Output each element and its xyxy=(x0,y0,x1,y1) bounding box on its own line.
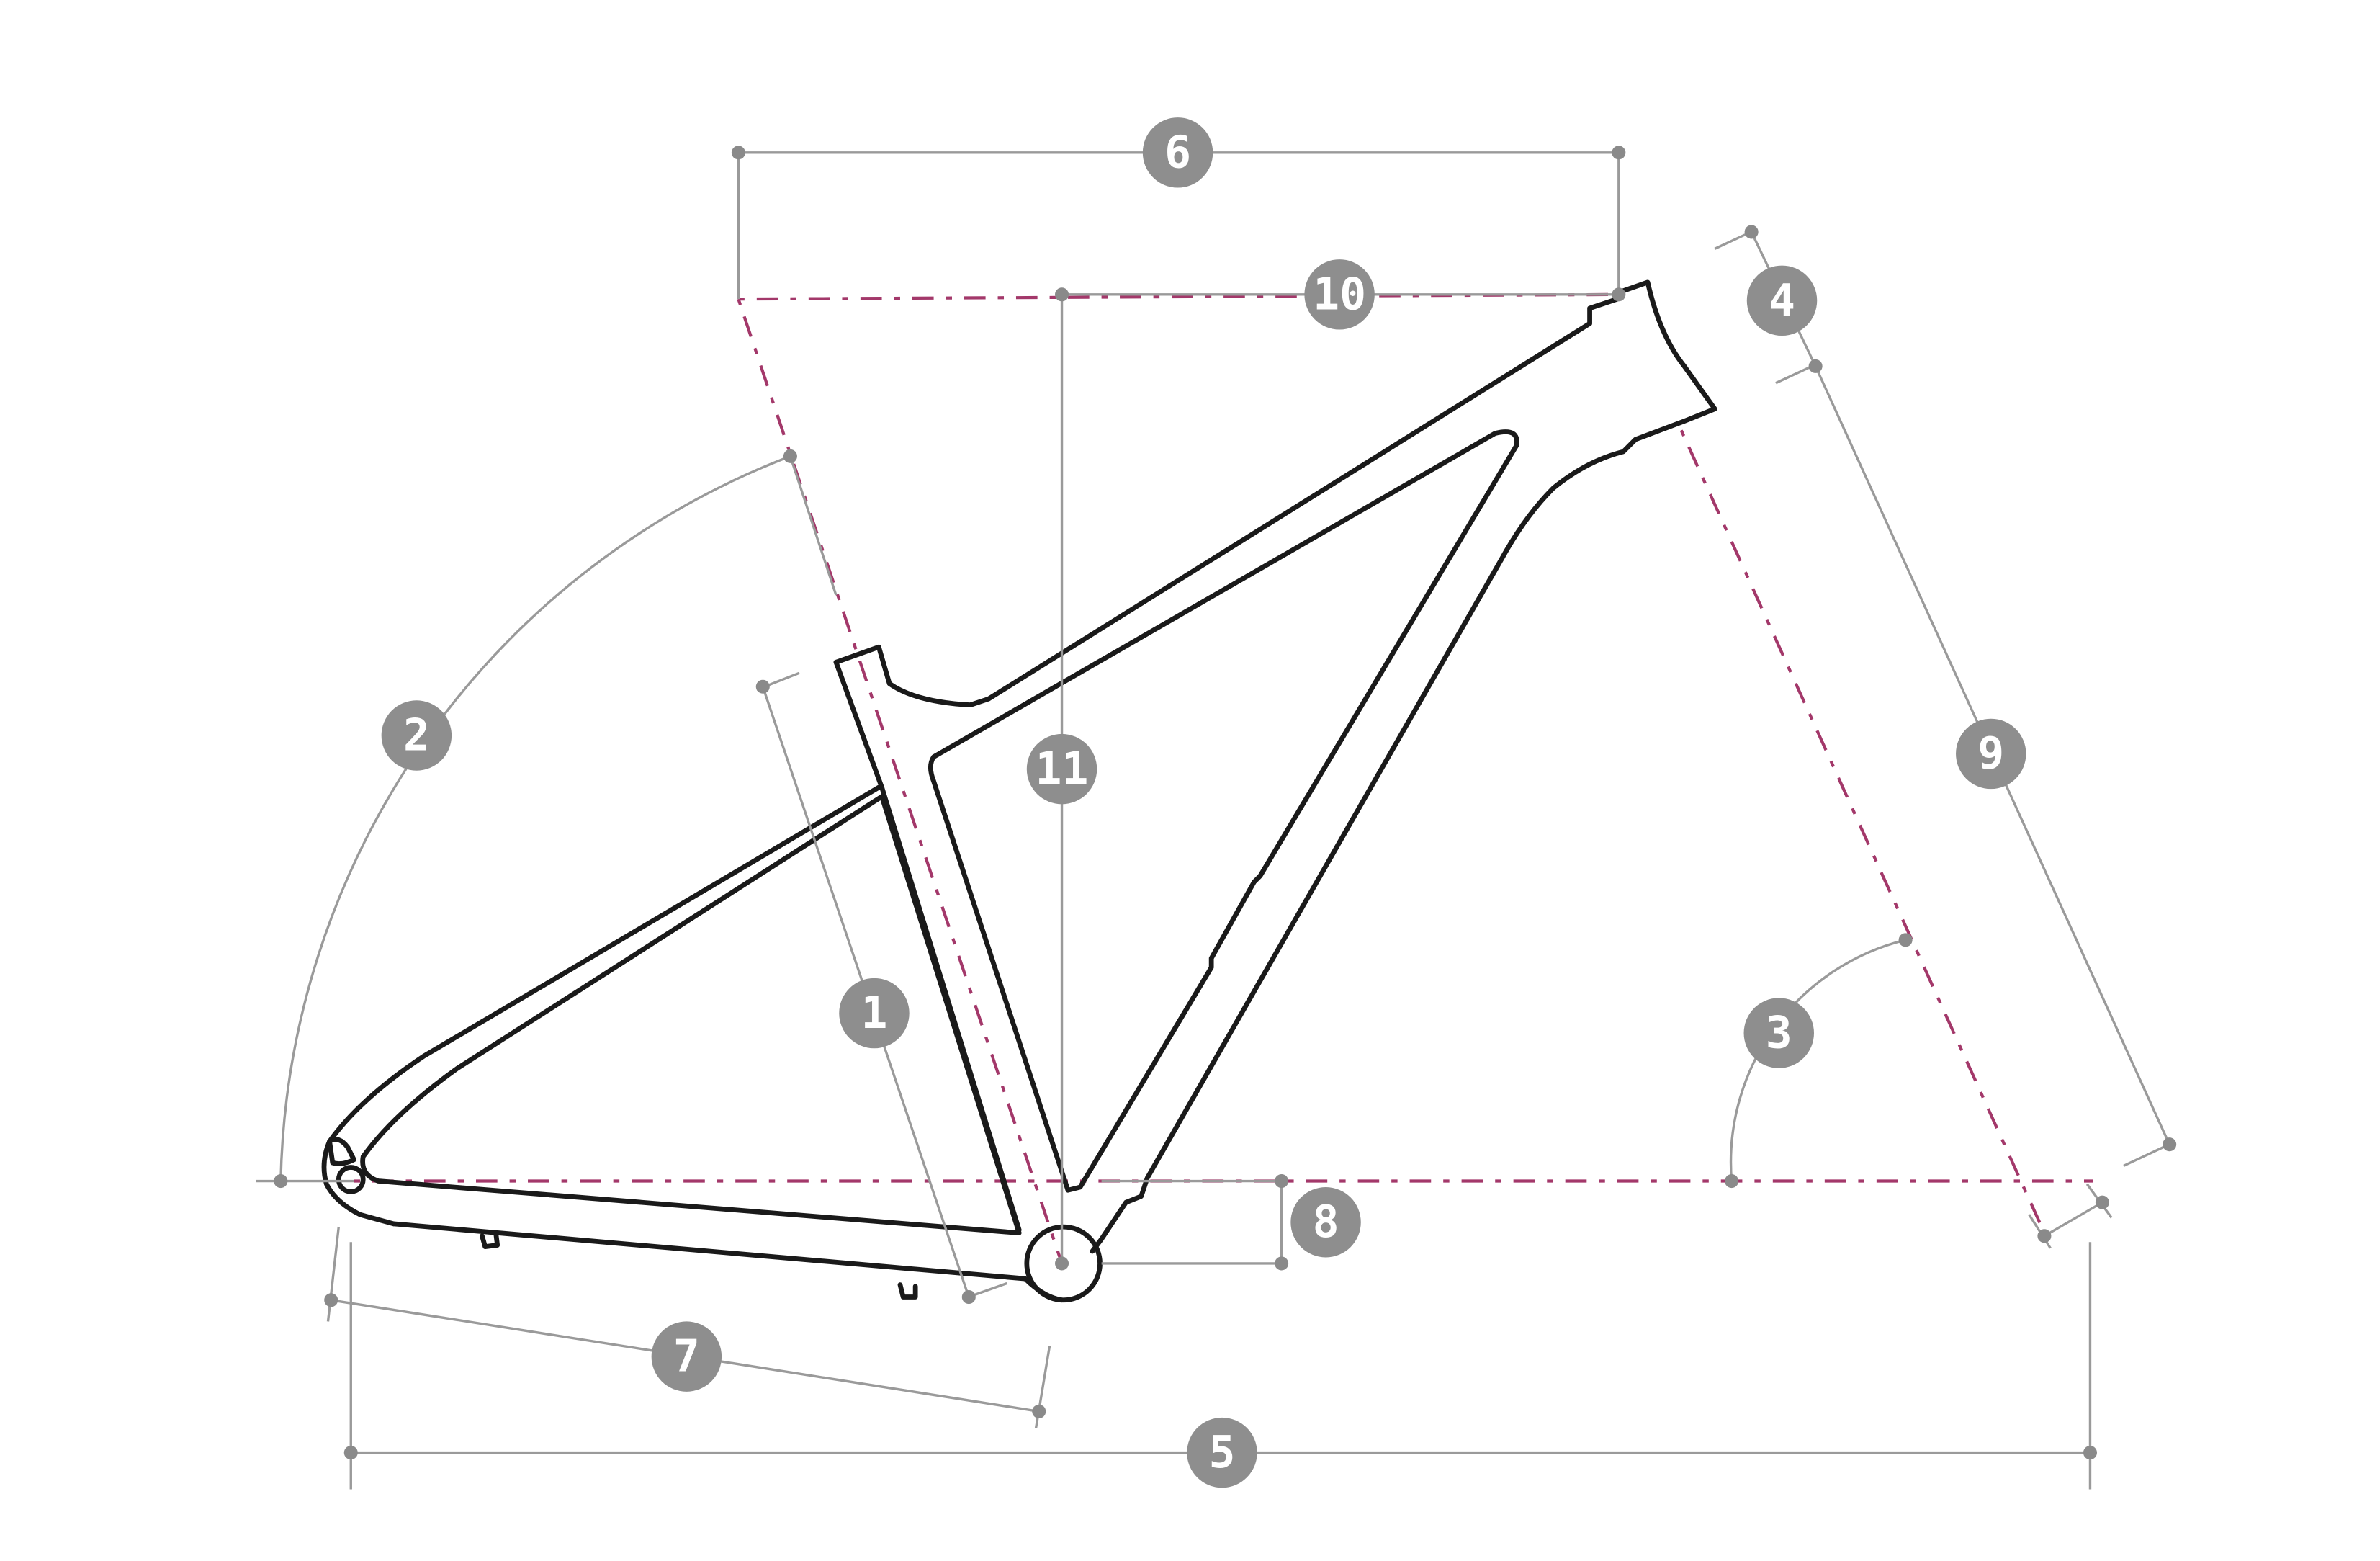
seat-tube-axis-line xyxy=(737,298,1064,1264)
badge-6: 6 xyxy=(1142,117,1213,188)
badge-10-label: 10 xyxy=(1313,269,1366,320)
badge-9-label: 9 xyxy=(1977,728,2004,779)
badge-4-label: 4 xyxy=(1769,275,1795,326)
badge-8-label: 8 xyxy=(1313,1197,1339,1248)
dropout xyxy=(327,1137,356,1166)
chainstay-boss xyxy=(480,1230,500,1250)
badge-1-label: 1 xyxy=(861,988,887,1039)
badge-4: 4 xyxy=(1746,265,1818,336)
main-triangle-inner xyxy=(928,429,1519,1193)
badge-10: 10 xyxy=(1304,259,1375,330)
main-triangle-outer xyxy=(833,279,1717,1254)
badge-5-label: 5 xyxy=(1208,1427,1235,1478)
dimension-lines xyxy=(256,151,2173,1490)
rear-triangle-inner xyxy=(360,794,1022,1235)
badge-9: 9 xyxy=(1956,718,2026,790)
badge-3-label: 3 xyxy=(1766,1008,1792,1059)
bike-frame xyxy=(321,279,1717,1303)
dimension-endpoints xyxy=(274,146,2177,1460)
seat-stay xyxy=(321,784,881,1227)
construction-lines xyxy=(354,292,2093,1264)
badge-2-label: 2 xyxy=(403,710,430,761)
head-tube-axis-line xyxy=(1679,429,2046,1234)
badge-11-label: 11 xyxy=(1036,743,1089,795)
badge-8: 8 xyxy=(1290,1187,1361,1258)
top-horizontal-axis-line xyxy=(738,292,1620,301)
badge-3: 3 xyxy=(1743,998,1815,1068)
badge-11: 11 xyxy=(1026,733,1097,805)
badge-5: 5 xyxy=(1187,1417,1257,1488)
rear-axle xyxy=(336,1165,366,1194)
badge-7-label: 7 xyxy=(673,1331,700,1382)
bottom-bracket xyxy=(1024,1224,1103,1303)
badge-7: 7 xyxy=(651,1321,722,1392)
badge-6-label: 6 xyxy=(1164,127,1191,178)
badge-2: 2 xyxy=(381,700,452,771)
badge-1: 1 xyxy=(839,978,910,1049)
chainstay-boss-2 xyxy=(897,1282,918,1300)
